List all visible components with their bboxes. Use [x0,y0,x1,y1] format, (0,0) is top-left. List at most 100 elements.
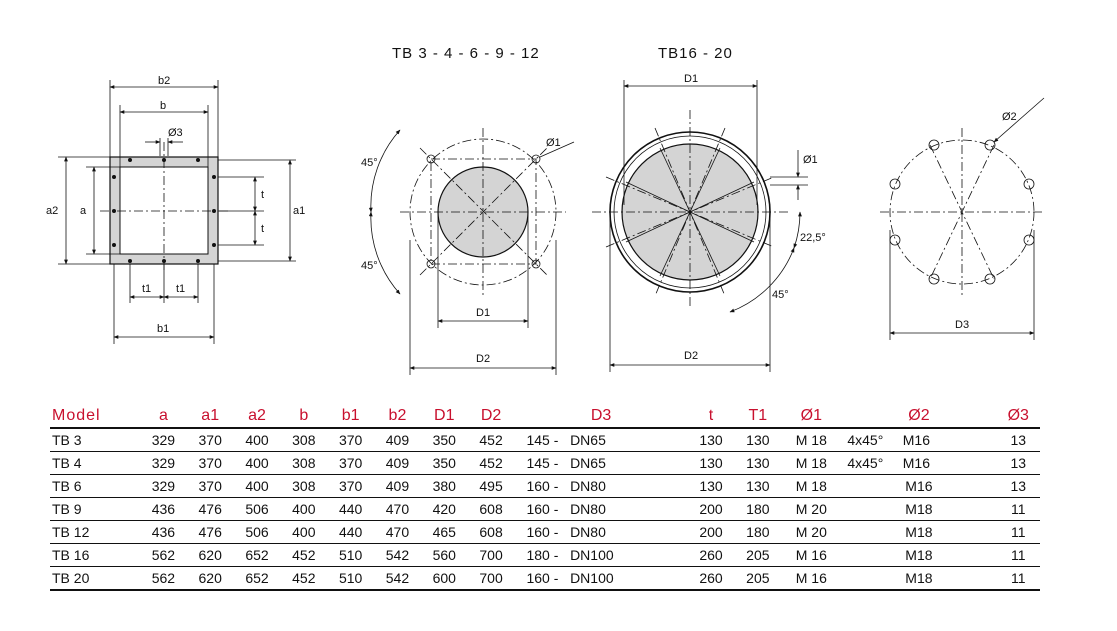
table-cell: M18 [841,520,997,544]
table-cell: 370 [186,451,234,475]
table-cell: 308 [280,428,328,452]
table-cell: M 18 [781,428,842,452]
table-cell: 350 [420,451,468,475]
label-a: a [80,205,87,217]
table-cell: 452 [280,566,328,591]
table-cell: 400 [233,474,281,498]
label-d1: D1 [684,73,698,85]
column-header: b2 [374,405,421,429]
table-cell: 700 [467,566,515,591]
table-cell: 506 [233,520,281,544]
table-cell: 329 [139,451,187,475]
table-cell: 600 [420,566,468,591]
table-cell: M16 [841,474,997,498]
table-cell: TB 6 [50,474,140,498]
label-t1-left: t1 [142,283,151,295]
table-cell: 465 [420,520,468,544]
table-cell: 11 [996,497,1040,521]
table-cell: 160 - DN80 [514,474,688,498]
column-header: a2 [233,405,281,429]
table-cell: 13 [996,474,1040,498]
table-cell: 400 [280,520,328,544]
table-cell: 506 [233,497,281,521]
label-o2: Ø2 [1002,111,1017,123]
column-header: Ø1 [781,405,842,429]
label-o3: Ø3 [168,127,183,139]
table-cell: 409 [374,474,421,498]
label-a2: a2 [46,205,58,217]
table-cell: 510 [327,566,375,591]
table-cell: 130 [687,451,735,475]
round-flange-large-drawing: D1 Ø1 22,5° 45° D2 [592,73,826,372]
table-cell: M 18 [781,474,842,498]
table-cell: 308 [280,451,328,475]
table-cell: 542 [374,566,421,591]
label-t-top: t [261,189,264,201]
table-cell: M18 [841,566,997,591]
table-cell: M 18 [781,451,842,475]
table-cell: M18 [841,497,997,521]
column-header: a1 [186,405,234,429]
table-cell: 370 [327,428,375,452]
table-cell: 370 [186,428,234,452]
table-cell: 130 [734,428,782,452]
column-header: b [280,405,328,429]
table-cell: 4x45° M16 [841,451,997,475]
table-cell: 370 [327,474,375,498]
table-cell: 205 [734,543,782,567]
table-cell: 420 [420,497,468,521]
table-cell: 652 [233,566,281,591]
label-angle-bottom: 45° [361,260,378,272]
table-cell: 370 [327,451,375,475]
table-cell: M 20 [781,497,842,521]
table-cell: 11 [996,543,1040,567]
table-cell: 380 [420,474,468,498]
table-cell: 436 [139,497,187,521]
table-cell: 452 [280,543,328,567]
table-cell: TB 12 [50,520,140,544]
column-header: D2 [467,405,515,429]
table-cell: 452 [467,451,515,475]
table-cell: 13 [996,451,1040,475]
table-cell: 608 [467,520,515,544]
table-cell: 400 [233,428,281,452]
label-a1: a1 [293,205,305,217]
label-d2: D2 [476,353,490,365]
table-cell: 560 [420,543,468,567]
table-cell: 409 [374,451,421,475]
table-cell: TB 3 [50,428,140,452]
table-cell: 562 [139,543,187,567]
table-cell: 200 [687,497,735,521]
table-cell: 620 [186,566,234,591]
table-cell: 130 [734,474,782,498]
table-cell: M 20 [781,520,842,544]
table-cell: 308 [280,474,328,498]
column-header: Model [50,405,140,429]
table-cell: 145 - DN65 [514,451,688,475]
title-tb16-20: TB16 - 20 [658,45,733,62]
column-header: a [139,405,187,429]
table-cell: 160 - DN80 [514,497,688,521]
table-cell: 440 [327,520,375,544]
label-d1: D1 [476,307,490,319]
table-cell: 160 - DN80 [514,520,688,544]
table-cell: TB 16 [50,543,140,567]
bolt-circle-drawing: Ø2 D3 [880,97,1045,340]
label-angle-large: 45° [772,289,789,301]
table-cell: 542 [374,543,421,567]
table-cell: M 16 [781,543,842,567]
column-header: b1 [327,405,375,429]
table-cell: 160 - DN100 [514,566,688,591]
table-cell: 350 [420,428,468,452]
table-cell: 200 [687,520,735,544]
table-cell: 470 [374,497,421,521]
label-b: b [160,100,166,112]
table-cell: 329 [139,428,187,452]
table-cell: 13 [996,428,1040,452]
label-d3: D3 [955,319,969,331]
